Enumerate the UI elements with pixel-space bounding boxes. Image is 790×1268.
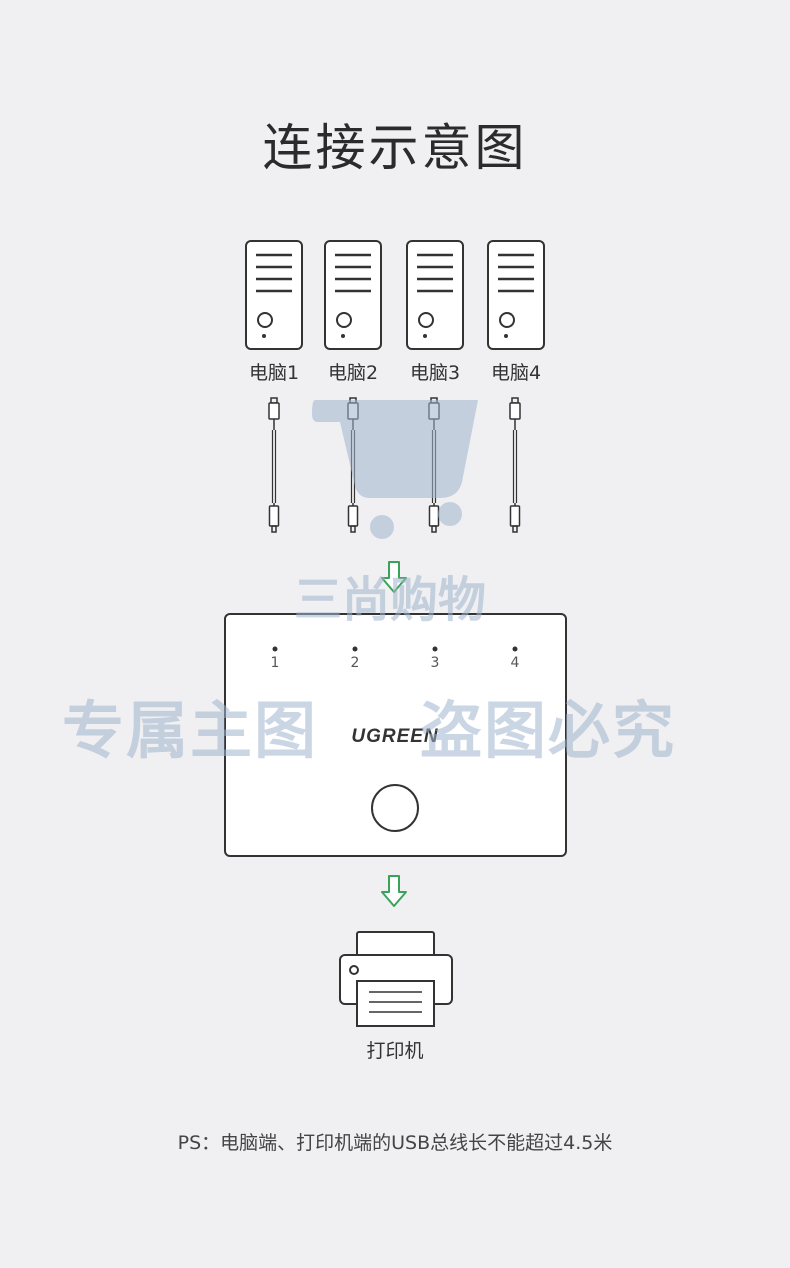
computer-label: 电脑2 [327,362,379,384]
computer-icon [487,240,545,350]
usb-cable-icon [268,397,280,533]
computer-icon [406,240,464,350]
usb-switch-box [224,613,567,857]
footnote: PS：电脑端、打印机端的USB总线长不能超过4.5米 [177,1132,613,1154]
port-number: 2 [350,655,360,671]
page-title: 连接示意图 [262,119,528,177]
arrow-down-icon [381,875,407,907]
usb-cable-icon [509,397,521,533]
switch-button [371,784,419,832]
watermark-text: 三尚购物 [293,572,486,628]
port-led-3 [432,646,438,652]
brand-logo: UGREEN [351,726,439,747]
computer-icon [245,240,303,350]
watermark-text: 盗图必究 [420,694,677,767]
watermark-text: 专属主图 [62,694,319,767]
port-number: 1 [270,655,280,671]
watermark-logo [312,400,478,539]
port-number: 3 [430,655,440,671]
port-led-2 [352,646,358,652]
computer-icon [324,240,382,350]
computer-label: 电脑1 [248,362,300,384]
port-led-4 [512,646,518,652]
port-led-1 [272,646,278,652]
printer-icon [339,931,453,1027]
computer-label: 电脑4 [490,362,542,384]
arrow-down-icon [381,561,407,593]
computer-label: 电脑3 [409,362,461,384]
printer-label: 打印机 [366,1040,424,1062]
port-number: 4 [510,655,520,671]
